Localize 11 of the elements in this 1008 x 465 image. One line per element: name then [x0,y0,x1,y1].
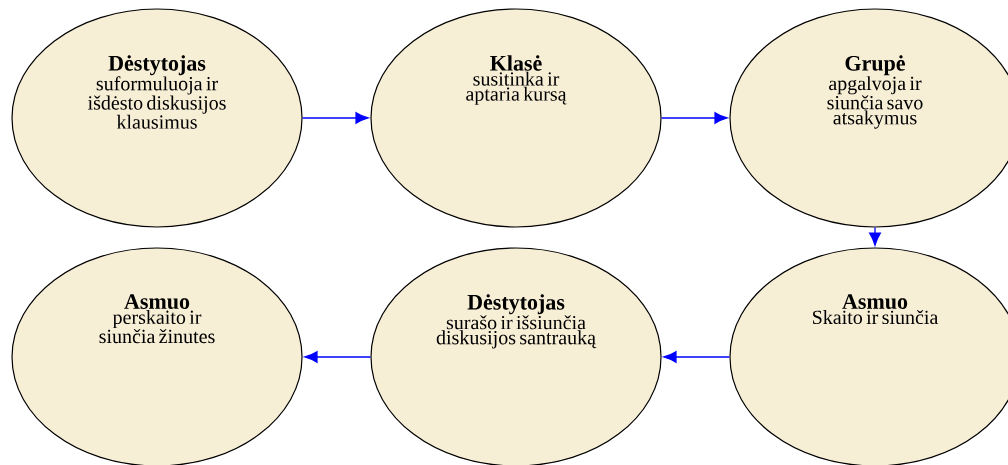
arrow [304,351,372,363]
ellipse-node: Asmuo Skaito ir siunčia [729,247,1008,465]
ellipse-node: Klasė susitinka ir aptaria kursą [370,8,662,228]
arrow [301,112,369,124]
arrow [869,226,881,246]
ellipse-node: Dėstytojas suformuluoja ir išdėsto diskusijos klausimus [11,8,303,228]
ellipse-node: Asmuo perskaito ir siunčia žinutes [11,247,303,465]
arrow [660,112,728,124]
ellipse-node: Dėstytojas surašo ir išsiunčia diskusijos santrauką [370,247,662,465]
arrow [663,351,731,363]
ellipse-node: Grupė apgalvoja ir siunčia savo atsakymus [729,8,1008,228]
